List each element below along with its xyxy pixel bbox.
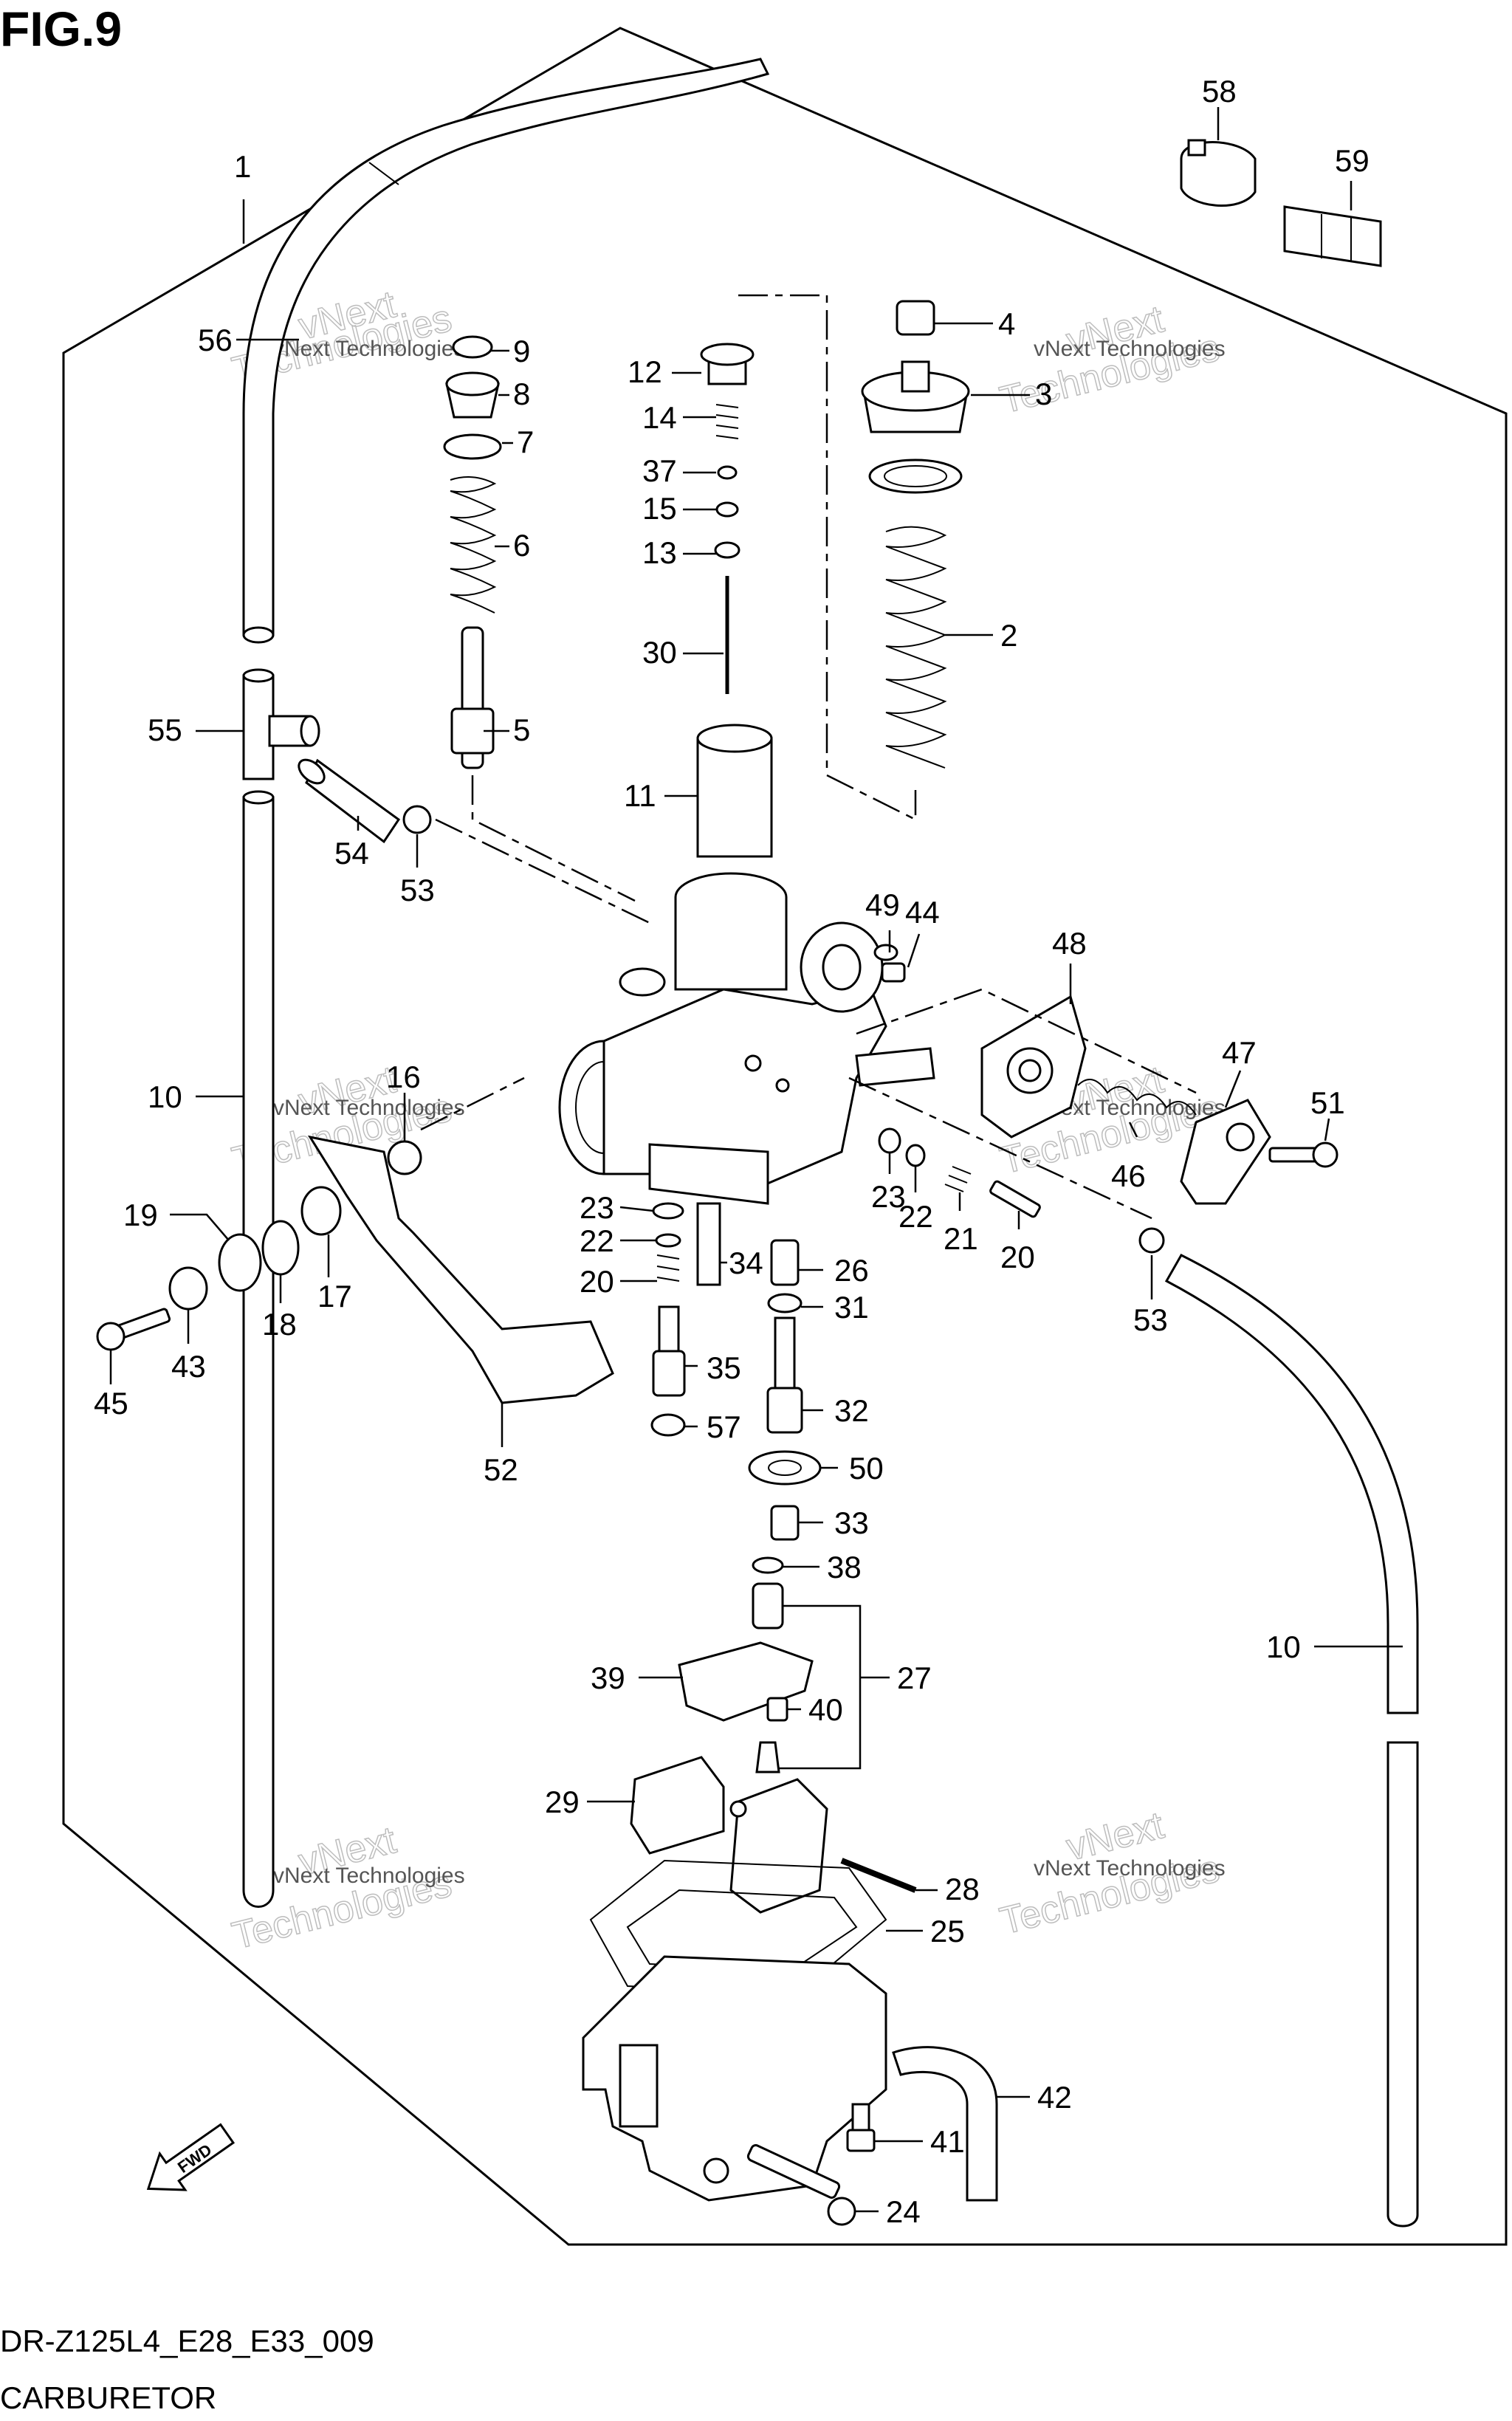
- callout-48: 48: [1052, 926, 1087, 961]
- callout-58: 58: [1202, 74, 1237, 109]
- callout-24: 24: [886, 2194, 921, 2229]
- drawing-code: DR-Z125L4_E28_E33_009: [0, 2324, 374, 2358]
- callout-20: 20: [1000, 1240, 1035, 1274]
- callout-53: 53: [400, 873, 435, 907]
- callout-6: 6: [513, 528, 530, 563]
- callout-3: 3: [1035, 377, 1052, 411]
- assembly-border: [62, 27, 1508, 2246]
- callout-19: 19: [123, 1198, 158, 1232]
- callout-34: 34: [729, 1246, 763, 1280]
- callout-49: 49: [865, 887, 900, 922]
- watermark-bottom-right: Technologies vNext vNext Technologies: [995, 1803, 1226, 1943]
- callout-36: 20: [580, 1264, 614, 1299]
- callout-38: 38: [827, 1550, 862, 1584]
- callout-25: 25: [930, 1914, 965, 1948]
- callout-33: 33: [834, 1505, 869, 1540]
- section-name: CARBURETOR: [0, 2380, 216, 2415]
- callout-50: 50: [849, 1451, 884, 1486]
- callout-22-right: 22: [898, 1199, 933, 1234]
- callout-31: 31: [834, 1290, 869, 1325]
- watermark-top-right: Technologies vNext vNext Technologies: [995, 297, 1226, 422]
- callout-16: 16: [386, 1060, 421, 1094]
- callout-55: 55: [148, 712, 182, 747]
- callout-53: 53: [1133, 1302, 1168, 1337]
- watermark-text: vNext Technologies: [273, 1096, 465, 1120]
- callout-2: 2: [1000, 618, 1017, 653]
- callout-45: 45: [94, 1386, 128, 1421]
- callout-9: 9: [513, 334, 530, 368]
- callout-47: 47: [1222, 1035, 1257, 1070]
- watermark-text: vNext Technologies: [1034, 337, 1226, 361]
- hose-1: [242, 58, 770, 636]
- callout-10-right: 10: [1266, 1630, 1301, 1664]
- callout-23-right: 23: [871, 1179, 906, 1214]
- callout-39: 39: [591, 1661, 625, 1695]
- callout-26: 26: [834, 1253, 869, 1288]
- part-drawings: [96, 58, 1419, 2228]
- callout-29: 29: [545, 1785, 580, 1819]
- callout-23: 23: [580, 1190, 614, 1225]
- callout-8: 8: [513, 377, 530, 411]
- carburetor-body: [558, 872, 935, 1205]
- watermark-text: vNext Technologies: [273, 1864, 465, 1888]
- callout-labels: 1 58 59 56 9 8 7 6 5 12 14 37 15 13 30 1…: [94, 74, 1370, 2229]
- callout-42: 42: [1037, 2080, 1072, 2115]
- callout-4: 4: [998, 306, 1015, 341]
- callout-44: 44: [905, 895, 940, 930]
- callout-43: 43: [171, 1349, 206, 1384]
- callout-13: 13: [642, 535, 677, 570]
- callout-10: 10: [148, 1079, 182, 1114]
- fwd-arrow-icon: FWD: [146, 2123, 236, 2191]
- figure-title: FIG.9: [0, 1, 122, 56]
- callout-57: 57: [707, 1409, 741, 1444]
- callout-22: 22: [580, 1223, 614, 1258]
- callout-14: 14: [642, 400, 677, 435]
- callout-40: 40: [808, 1692, 843, 1727]
- callout-7: 7: [517, 425, 534, 459]
- callout-59: 59: [1335, 143, 1370, 178]
- callout-17: 17: [317, 1279, 352, 1313]
- callout-18: 18: [262, 1307, 297, 1342]
- callout-41: 41: [930, 2124, 965, 2159]
- callout-32: 32: [834, 1393, 869, 1428]
- callout-1: 1: [234, 149, 251, 184]
- callout-56: 56: [198, 323, 233, 357]
- callout-28: 28: [945, 1872, 980, 1906]
- callout-52: 52: [484, 1452, 518, 1487]
- callout-35: 35: [707, 1350, 741, 1385]
- callout-21: 21: [944, 1221, 978, 1256]
- leader-lines: [109, 107, 1403, 2213]
- callout-5: 5: [513, 712, 530, 747]
- callout-15: 15: [642, 491, 677, 526]
- callout-27: 27: [897, 1661, 932, 1695]
- watermark-text: vNext Technologies: [1034, 1856, 1226, 1881]
- callout-12: 12: [628, 354, 662, 389]
- callout-51: 51: [1310, 1085, 1345, 1120]
- callout-11: 11: [624, 778, 656, 813]
- callout-37: 37: [642, 453, 677, 488]
- callout-30: 30: [642, 635, 677, 670]
- callout-46: 46: [1111, 1158, 1146, 1193]
- watermark-text: vNext Technologies: [273, 337, 465, 361]
- callout-54: 54: [334, 836, 369, 870]
